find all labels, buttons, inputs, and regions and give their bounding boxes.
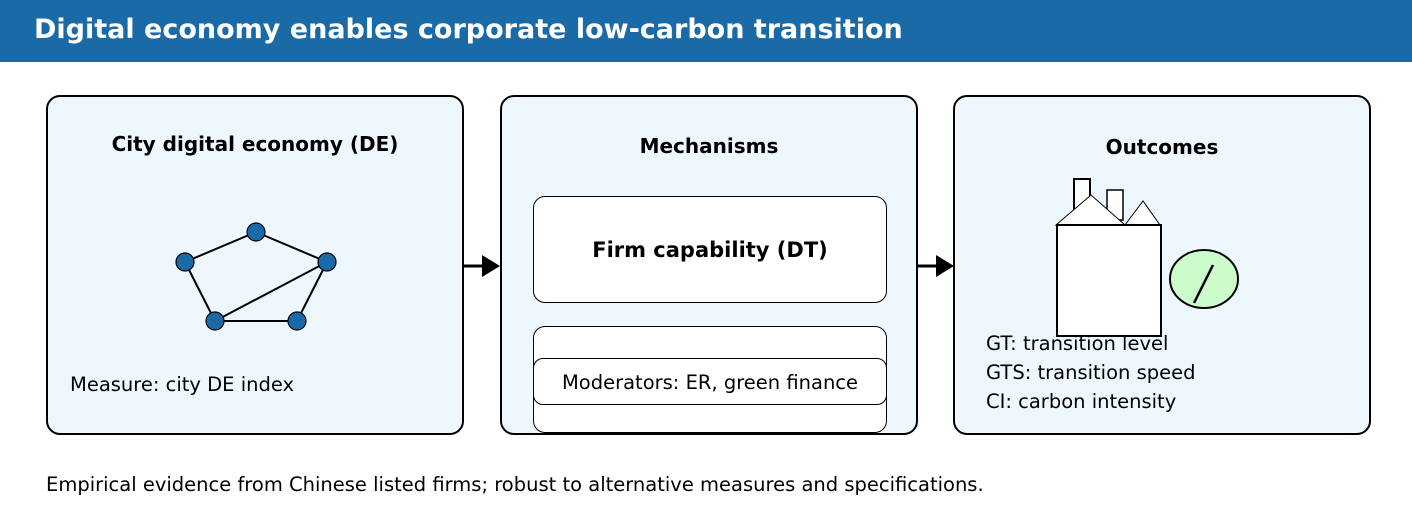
network-graph-icon: [175, 222, 337, 331]
network-node: [287, 311, 307, 331]
firm-capability-label: Firm capability (DT): [592, 238, 828, 262]
moderators-box: Moderators: ER, green finance: [533, 358, 887, 405]
carbon-gauge-icon: [1169, 249, 1239, 309]
outcome-item-ci: CI: carbon intensity: [986, 390, 1177, 413]
network-edge: [214, 261, 328, 322]
network-edge: [255, 231, 328, 263]
firm-capability-box: Firm capability (DT): [533, 196, 887, 303]
outcome-item-gt: GT: transition level: [986, 332, 1169, 355]
network-node: [246, 222, 266, 242]
header-bar: Digital economy enables corporate low-ca…: [0, 0, 1412, 62]
network-node: [205, 311, 225, 331]
panel-mechanisms: Mechanisms Firm capability (DT) Moderato…: [500, 95, 918, 435]
arrow-right-icon: [918, 255, 954, 277]
network-node: [317, 252, 337, 272]
footer-note: Empirical evidence from Chinese listed f…: [46, 473, 984, 496]
network-edge: [296, 261, 328, 322]
factory-icon: [1054, 178, 1162, 337]
de-measure-label: Measure: city DE index: [70, 373, 295, 396]
panel-outcomes: Outcomes GT: transition level GTS: trans…: [953, 95, 1371, 435]
arrow-right-icon: [464, 255, 500, 277]
network-edge: [184, 261, 216, 322]
panel-de-title: City digital economy (DE): [111, 132, 399, 156]
panel-outcomes-title: Outcomes: [1105, 135, 1219, 159]
network-edge: [184, 231, 257, 263]
page-title: Digital economy enables corporate low-ca…: [34, 14, 903, 45]
outcome-item-gts: GTS: transition speed: [986, 361, 1196, 384]
network-node: [175, 252, 195, 272]
panel-mechanisms-title: Mechanisms: [639, 134, 779, 158]
panel-digital-economy: City digital economy (DE) Measure: city …: [46, 95, 464, 435]
moderators-label: Moderators: ER, green finance: [561, 371, 859, 394]
